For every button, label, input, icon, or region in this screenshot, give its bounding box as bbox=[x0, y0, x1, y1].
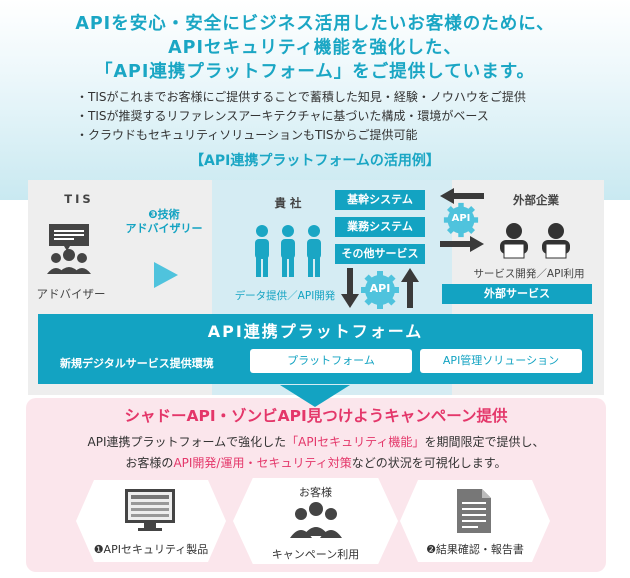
bullet-2: ・TISが推奨するリファレンスアーキテクチャに基づいた構成・環境がベース bbox=[76, 109, 489, 123]
external-caption: サービス開発／API利用 bbox=[473, 268, 585, 280]
api-management-box: API管理ソリューション bbox=[420, 349, 582, 373]
api-gear-label: API bbox=[369, 282, 391, 295]
customer-card bbox=[233, 478, 398, 564]
api-gear-icon bbox=[360, 270, 400, 310]
down-arrow-icon bbox=[341, 268, 359, 308]
monitor-icon bbox=[124, 488, 176, 532]
people-icon bbox=[248, 224, 328, 279]
bullet-1: ・TISがこれまでお客様にご提供することで蓄積した知見・経験・ノウハウをご提供 bbox=[76, 90, 526, 104]
platform-subtitle: 新規デジタルサービス提供環境 bbox=[60, 357, 214, 370]
customer-label: お客様 bbox=[299, 486, 332, 499]
core-system-box: 基幹システム bbox=[335, 190, 425, 210]
advisor-label: アドバイザー bbox=[36, 287, 106, 301]
advisor-icon bbox=[44, 222, 94, 277]
campaign-title: シャドーAPI・ゾンビAPI見つけようキャンペーン提供 bbox=[124, 407, 508, 425]
play-arrow-icon bbox=[154, 262, 178, 288]
right-arrow-icon bbox=[440, 236, 484, 252]
bullet-3: ・クラウドもセキュリティソリューションもTISからご提供可能 bbox=[76, 128, 418, 142]
business-system-box: 業務システム bbox=[335, 217, 425, 237]
headline-line-1: APIを安心・安全にビジネス活用したいお客様のために、 bbox=[75, 14, 555, 34]
header-background bbox=[0, 0, 630, 200]
external-company-label: 外部企業 bbox=[513, 193, 559, 207]
customer-group-icon bbox=[289, 500, 343, 540]
left-arrow-icon bbox=[440, 188, 484, 204]
campaign-use-label: キャンペーン利用 bbox=[271, 548, 360, 561]
security-product-label: ❶APIセキュリティ製品 bbox=[93, 543, 209, 556]
down-triangle-icon bbox=[280, 385, 350, 407]
headline-line-2: APIセキュリティ機能を強化した、 bbox=[168, 38, 462, 58]
document-icon bbox=[456, 488, 492, 534]
campaign-text-line-1: API連携プラットフォームで強化した「APIセキュリティ機能」を期間限定で提供し… bbox=[87, 435, 545, 449]
tech-advisory-step-2: アドバイザリー bbox=[125, 222, 203, 235]
report-label: ❷結果確認・報告書 bbox=[426, 543, 524, 556]
api-gear-icon-external bbox=[443, 202, 479, 238]
other-service-box: その他サービス bbox=[335, 244, 425, 264]
platform-title: API連携プラットフォーム bbox=[207, 322, 424, 341]
company-caption: データ提供／API開発 bbox=[234, 290, 336, 302]
company-label: 貴 社 bbox=[274, 196, 302, 210]
up-arrow-icon bbox=[401, 268, 419, 308]
diagram-title: 【API連携プラットフォームの活用例】 bbox=[190, 153, 440, 169]
api-gear-label-external: API bbox=[451, 213, 471, 224]
headline-line-3: 「API連携プラットフォーム」をご提供しています。 bbox=[94, 62, 536, 82]
platform-box: プラットフォーム bbox=[250, 349, 412, 373]
developer-icon bbox=[496, 222, 576, 260]
campaign-text-line-2: お客様のAPI開発/運用・セキュリティ対策などの状況を可視化します。 bbox=[125, 456, 507, 470]
external-service-box: 外部サービス bbox=[442, 284, 592, 304]
tech-advisory-step-1: ❸技術 bbox=[148, 208, 180, 221]
tis-label: TIS bbox=[64, 192, 94, 206]
